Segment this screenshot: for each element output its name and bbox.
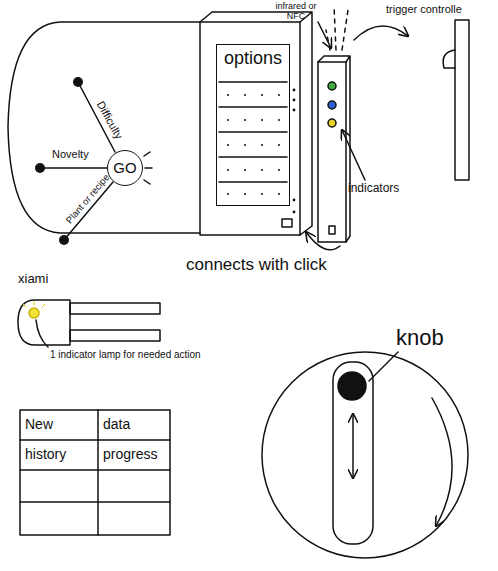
slide-arrow (352, 414, 354, 478)
device-port (282, 219, 292, 227)
knob-dial (262, 352, 468, 558)
node-text: options (224, 49, 282, 69)
knob (338, 372, 366, 400)
lamp-glow (23, 302, 45, 307)
dial-label: Novelty (52, 148, 89, 160)
screen-dots (227, 94, 280, 195)
signal-label: infrared or NFC (274, 2, 318, 22)
part-label: xiami (18, 272, 48, 286)
stick-depth (318, 56, 350, 242)
stick-controller (318, 62, 346, 242)
dial-label: Plant or recipe (64, 172, 112, 225)
part-label: knob (396, 326, 444, 350)
device-dots (293, 89, 296, 214)
node-text: GO (113, 160, 136, 177)
note-label: 1 indicator lamp for needed action (50, 349, 201, 360)
device-body (8, 22, 200, 233)
screen-grid (219, 82, 287, 182)
trigger-button (443, 50, 455, 68)
data-table (20, 410, 170, 535)
part-label: indicators (348, 182, 399, 195)
lamp-leader (36, 320, 48, 347)
xiami-prong (70, 303, 160, 314)
indicator-yellow (328, 119, 336, 127)
infrared-arrow (318, 22, 331, 48)
xiami-head (18, 300, 70, 345)
indicator-blue (328, 101, 336, 109)
indicator-lamp (29, 308, 39, 318)
options-screen: options (216, 44, 290, 206)
dial-spokes (40, 82, 152, 240)
swap-arrow (354, 26, 408, 40)
trigger-controller (455, 20, 469, 180)
go-button: GO (107, 150, 143, 186)
xiami-prong (70, 330, 160, 341)
part-label: trigger controlle (386, 3, 462, 15)
device-depth (200, 12, 312, 235)
indicator-green (328, 82, 336, 90)
table-cell: history (25, 447, 66, 462)
note-label: connects with click (186, 256, 327, 275)
indicators-arrow (342, 130, 365, 180)
rotate-arrow (432, 398, 452, 526)
table-cell: progress (103, 447, 157, 462)
knob-leader (369, 352, 398, 381)
table-cell: New (25, 417, 53, 432)
knob-slot (333, 362, 373, 544)
table-cell: data (103, 417, 130, 432)
stick-port (329, 226, 335, 234)
dial-label: Difficulty (95, 99, 126, 141)
device-front (200, 22, 300, 235)
connect-arrow (306, 232, 340, 250)
